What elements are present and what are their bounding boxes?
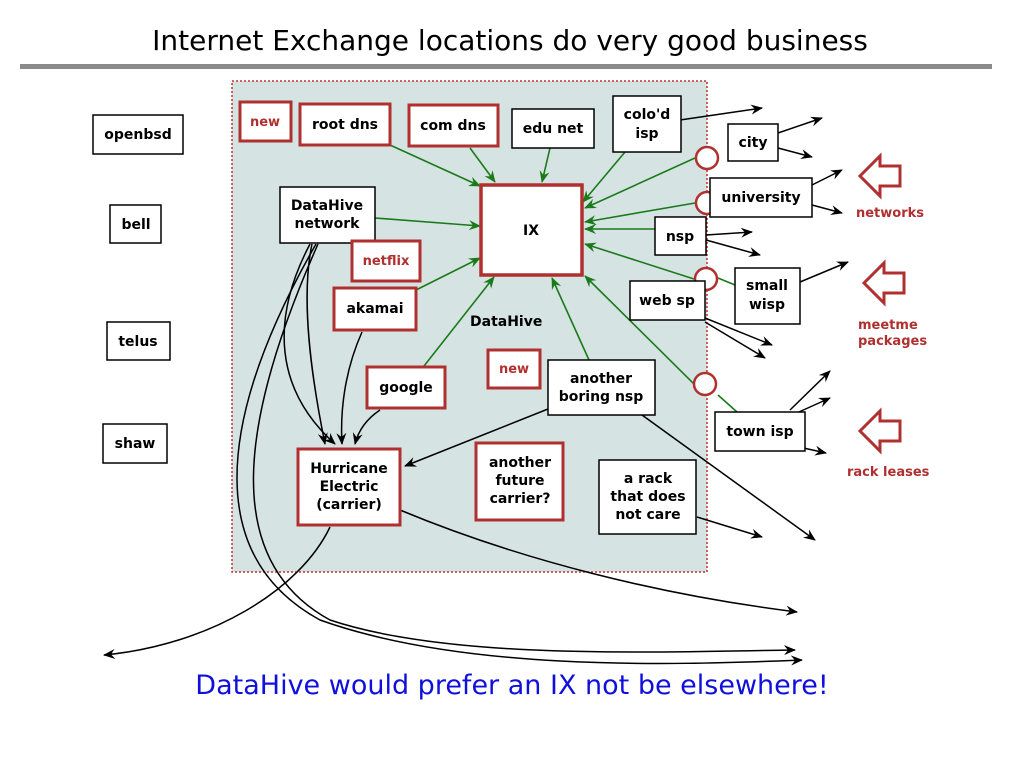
svg-text:colo'd: colo'd [624,107,671,123]
svg-text:city: city [739,135,768,151]
footer-caption: DataHive would prefer an IX not be elsew… [195,670,829,701]
callout-arrows [857,152,906,455]
node-new-top: new [238,100,293,143]
node-another-boring-nsp: another boring nsp [547,359,656,416]
svg-text:new: new [250,115,280,130]
svg-text:shaw: shaw [115,436,156,452]
svg-text:(carrier): (carrier) [316,497,382,513]
svg-text:small: small [746,278,788,294]
svg-text:akamai: akamai [346,301,403,317]
node-telus: telus [106,321,171,361]
svg-text:DataHive: DataHive [291,198,363,214]
svg-text:IX: IX [523,223,539,239]
svg-text:boring nsp: boring nsp [559,389,644,405]
ix-links [374,144,738,413]
node-google: google [365,365,447,410]
networks-arrow-icon [857,152,902,200]
svg-text:new: new [499,362,529,377]
node-web-sp: web sp [629,280,706,321]
node-another-future-carrier: another future carrier? [474,441,565,522]
node-com-dns: com dns [407,103,500,148]
node-university: university [709,177,813,218]
external-links [103,104,849,666]
svg-text:future: future [495,473,544,489]
svg-text:web sp: web sp [639,293,695,309]
svg-text:openbsd: openbsd [104,127,171,143]
node-small-wisp: small wisp [734,267,801,325]
slide-title: Internet Exchange locations do very good… [152,24,868,57]
node-datahive-network: DataHive network [279,186,376,244]
node-ix: IX [479,183,584,277]
svg-text:network: network [295,216,361,232]
svg-text:university: university [721,190,800,206]
packages-label: packages [858,334,927,349]
node-openbsd: openbsd [92,114,184,155]
region-label: DataHive [470,314,542,330]
node-edu-net: edu net [511,108,595,149]
svg-text:nsp: nsp [666,229,694,245]
title-divider [20,64,992,69]
svg-text:town isp: town isp [726,424,793,440]
svg-text:a rack: a rack [624,471,673,487]
svg-text:netflix: netflix [363,254,410,269]
svg-text:google: google [379,380,433,396]
node-shaw: shaw [102,423,168,464]
port-circle [694,145,720,171]
meetme-label: meetme [858,318,918,333]
rack-leases-arrow-icon [857,407,902,455]
svg-text:not care: not care [615,507,680,523]
node-town-isp: town isp [714,411,806,452]
svg-text:another: another [570,371,632,387]
node-akamai: akamai [332,286,418,332]
meetme-arrow-icon [861,259,906,307]
svg-text:another: another [489,455,551,471]
svg-text:edu net: edu net [523,121,584,137]
node-hurricane-electric: Hurricane Electric (carrier) [296,447,402,527]
node-new-middle: new [486,348,542,390]
rack-leases-label: rack leases [847,465,930,480]
svg-text:isp: isp [635,126,658,142]
svg-text:telus: telus [118,334,157,350]
svg-text:root dns: root dns [312,117,378,133]
node-netflix: netflix [350,239,422,283]
node-city: city [727,123,779,162]
node-a-rack: a rack that does not care [598,459,697,535]
port-circle [692,371,718,397]
svg-text:carrier?: carrier? [490,491,551,507]
networks-label: networks [856,206,924,221]
node-nsp: nsp [654,216,707,256]
svg-text:com dns: com dns [420,118,486,134]
svg-text:bell: bell [121,217,150,233]
svg-text:wisp: wisp [749,297,785,313]
node-root-dns: root dns [298,102,392,147]
svg-text:Electric: Electric [320,479,379,495]
svg-text:that does: that does [610,489,685,505]
node-bell: bell [109,204,162,244]
node-colod-isp: colo'd isp [612,95,682,153]
svg-text:Hurricane: Hurricane [310,461,388,477]
